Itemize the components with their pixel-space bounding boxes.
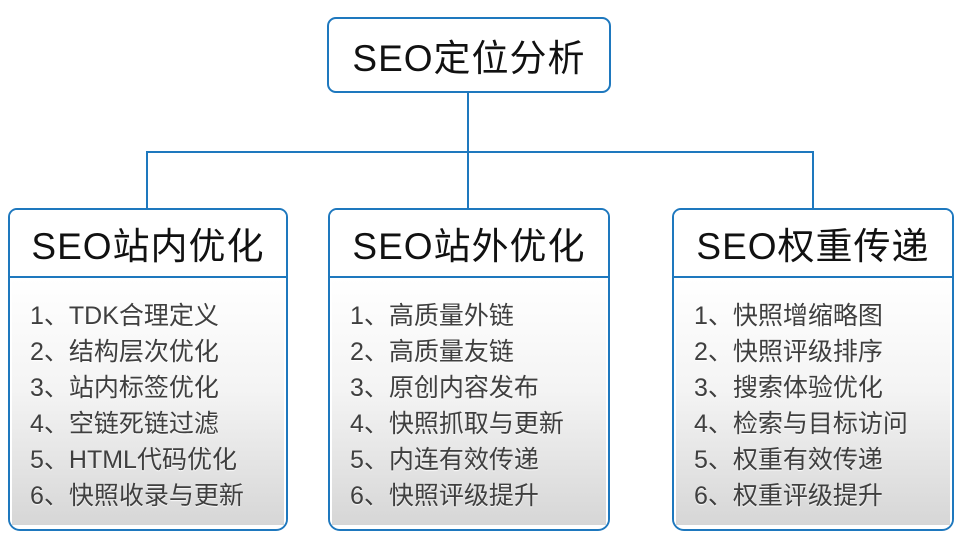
- list-item: 3、搜索体验优化: [694, 374, 883, 402]
- connector-middle-vertical: [467, 151, 469, 208]
- branch-onsite-optimization: SEO站内优化 1、TDK合理定义 2、结构层次优化 3、站内标签优化 4、空链…: [8, 208, 288, 531]
- branch-offsite-optimization: SEO站外优化 1、高质量外链 2、高质量友链 3、原创内容发布 4、快照抓取与…: [328, 208, 610, 531]
- list-item: 1、高质量外链: [350, 302, 514, 330]
- list-item: 3、原创内容发布: [350, 374, 539, 402]
- list-item: 3、站内标签优化: [30, 374, 219, 402]
- list-item: 4、空链死链过滤: [30, 410, 219, 438]
- list-item: 6、权重评级提升: [694, 482, 883, 510]
- list-item: 1、TDK合理定义: [30, 302, 219, 330]
- connector-root-vertical: [467, 93, 469, 153]
- list-item: 4、检索与目标访问: [694, 410, 908, 438]
- list-item: 5、权重有效传递: [694, 446, 883, 474]
- list-item: 5、内连有效传递: [350, 446, 539, 474]
- branch-weight-transfer: SEO权重传递 1、快照增缩略图 2、快照评级排序 3、搜索体验优化 4、检索与…: [672, 208, 954, 531]
- root-node-seo-positioning: SEO定位分析: [327, 17, 611, 93]
- list-item: 1、快照增缩略图: [694, 302, 883, 330]
- list-item: 4、快照抓取与更新: [350, 410, 564, 438]
- list-item: 5、HTML代码优化: [30, 446, 237, 474]
- list-item: 6、快照评级提升: [350, 482, 539, 510]
- branch-item-list: 1、高质量外链 2、高质量友链 3、原创内容发布 4、快照抓取与更新 5、内连有…: [330, 278, 608, 527]
- list-item: 2、结构层次优化: [30, 338, 219, 366]
- connector-horizontal: [146, 151, 814, 153]
- branch-item-list: 1、快照增缩略图 2、快照评级排序 3、搜索体验优化 4、检索与目标访问 5、权…: [674, 278, 952, 527]
- connector-left-vertical: [146, 151, 148, 208]
- branch-title: SEO权重传递: [674, 210, 952, 278]
- branch-title: SEO站外优化: [330, 210, 608, 278]
- connector-right-vertical: [812, 151, 814, 208]
- branch-title: SEO站内优化: [10, 210, 286, 278]
- branch-item-list: 1、TDK合理定义 2、结构层次优化 3、站内标签优化 4、空链死链过滤 5、H…: [10, 278, 286, 527]
- list-item: 2、高质量友链: [350, 338, 514, 366]
- list-item: 2、快照评级排序: [694, 338, 883, 366]
- list-item: 6、快照收录与更新: [30, 482, 244, 510]
